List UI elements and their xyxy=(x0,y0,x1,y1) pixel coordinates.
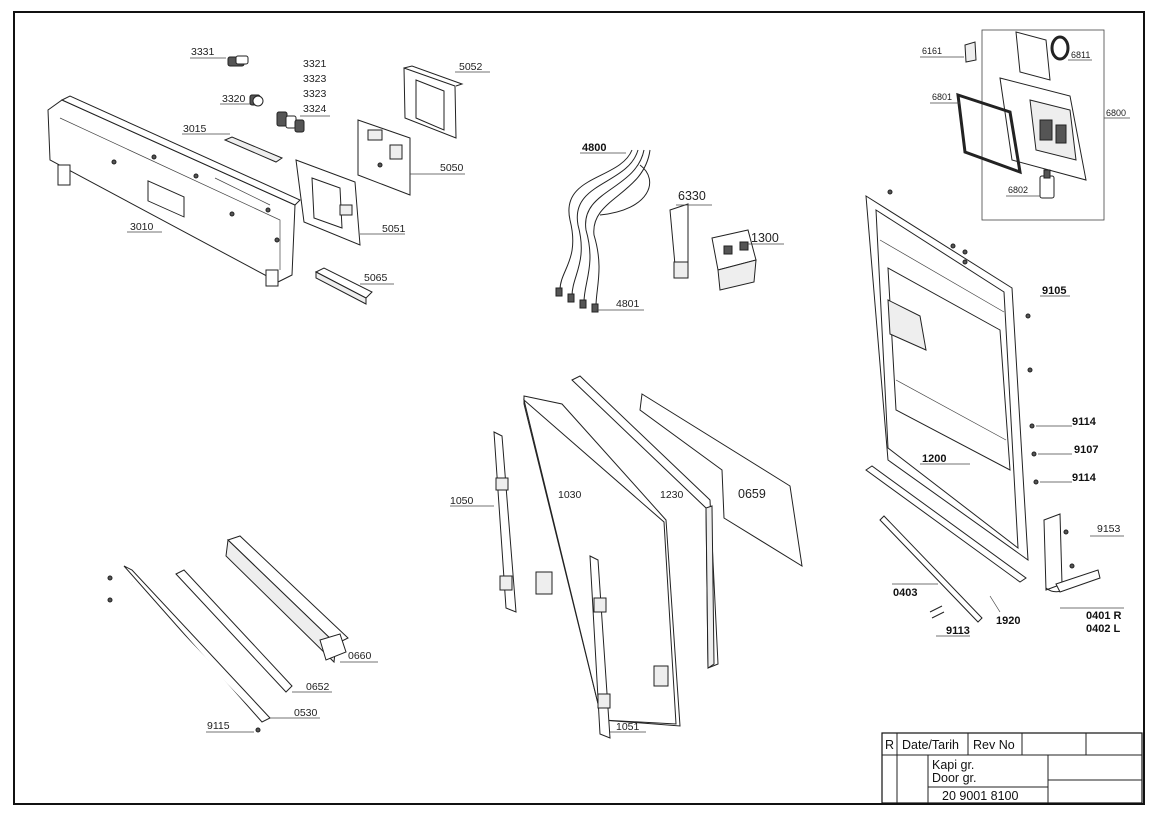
title-block-title-line2: Door gr. xyxy=(932,771,976,785)
strip-0403 xyxy=(879,515,983,623)
inner-door-1200 xyxy=(865,195,1029,562)
label-5052: 5052 xyxy=(459,61,483,73)
knobs-and-buttons xyxy=(227,55,305,133)
label-4801: 4801 xyxy=(616,298,640,310)
label-5051: 5051 xyxy=(382,223,406,235)
label-3015: 3015 xyxy=(183,123,207,135)
leader-lines xyxy=(127,56,1130,733)
title-block-drawing-number: 20 9001 8100 xyxy=(942,789,1019,803)
part-labels: 3331 3321 3323 3323 3324 3320 3015 3010 … xyxy=(130,46,1126,733)
label-9114-b: 9114 xyxy=(1072,472,1097,484)
label-1051: 1051 xyxy=(616,721,640,733)
label-1200: 1200 xyxy=(922,453,946,465)
screw-9113 xyxy=(929,605,945,619)
label-9114-a: 9114 xyxy=(1072,416,1097,428)
label-5050: 5050 xyxy=(440,162,464,174)
part-5065 xyxy=(314,267,373,305)
label-9105: 9105 xyxy=(1042,285,1066,297)
label-1030: 1030 xyxy=(558,489,582,501)
label-3331: 3331 xyxy=(191,46,215,58)
label-0530: 0530 xyxy=(294,707,318,719)
label-3323-a: 3323 xyxy=(303,73,327,85)
bracket-5052 xyxy=(403,65,464,139)
label-0659: 0659 xyxy=(738,487,766,501)
label-6801: 6801 xyxy=(932,92,952,102)
drawing-frame xyxy=(13,11,1145,805)
label-1050: 1050 xyxy=(450,495,474,507)
title-block-title-line1: Kapi gr. xyxy=(932,758,974,772)
trim-strip-3015 xyxy=(223,136,284,163)
label-1230: 1230 xyxy=(660,489,684,501)
title-block-rev-header: Rev No xyxy=(973,738,1015,752)
label-6811: 6811 xyxy=(1071,50,1090,60)
board-5050 xyxy=(357,119,411,196)
actuator-6802 xyxy=(1039,169,1055,199)
label-0652: 0652 xyxy=(306,681,330,693)
profile-0660 xyxy=(225,535,349,664)
insulation-panel-1230 xyxy=(571,375,719,669)
label-6330: 6330 xyxy=(678,189,706,203)
label-3321: 3321 xyxy=(303,58,327,70)
label-9115: 9115 xyxy=(207,720,230,732)
door-panel-1030 xyxy=(523,395,681,727)
label-3010: 3010 xyxy=(130,221,154,233)
screws-right xyxy=(887,189,1075,569)
dispenser-6800 xyxy=(999,31,1087,181)
hinge-0401-0402 xyxy=(1043,513,1101,593)
gasket-6801 xyxy=(956,92,1022,175)
seal-6811 xyxy=(1050,35,1070,61)
housing-5051 xyxy=(295,159,361,246)
title-block-date-header: Date/Tarih xyxy=(902,738,959,752)
label-1920: 1920 xyxy=(996,615,1020,627)
title-block-rev-marker: R xyxy=(885,738,894,752)
label-6802: 6802 xyxy=(1008,185,1028,195)
label-0403: 0403 xyxy=(893,587,917,599)
switch-6330 xyxy=(669,203,689,279)
label-3320: 3320 xyxy=(222,93,246,105)
label-9153: 9153 xyxy=(1097,523,1121,535)
clip-6161 xyxy=(964,41,977,63)
label-0401: 0401 R xyxy=(1086,610,1122,622)
control-panel-3010 xyxy=(47,95,301,287)
label-9113: 9113 xyxy=(946,625,970,637)
wiring-harness-4800 xyxy=(555,149,651,313)
label-4800: 4800 xyxy=(582,142,606,154)
label-3323-b: 3323 xyxy=(303,88,327,100)
label-6161: 6161 xyxy=(922,46,942,56)
seal-strip-1920 xyxy=(865,465,1027,583)
door-lock-1300 xyxy=(711,229,757,291)
side-rail-1050 xyxy=(493,431,517,613)
label-5065: 5065 xyxy=(364,272,388,284)
label-1300: 1300 xyxy=(751,231,779,245)
screws-left xyxy=(107,575,261,733)
label-6800: 6800 xyxy=(1106,108,1126,118)
label-3324: 3324 xyxy=(303,103,327,115)
label-0402: 0402 L xyxy=(1086,623,1121,635)
label-9107: 9107 xyxy=(1074,444,1098,456)
title-block: R Date/Tarih Rev No Kapi gr. Door gr. 20… xyxy=(881,732,1143,804)
label-0660: 0660 xyxy=(348,650,372,662)
side-rail-1051 xyxy=(589,555,611,739)
dispenser-group-box xyxy=(981,29,1105,221)
insert-0652 xyxy=(175,569,293,693)
insulation-0659 xyxy=(639,393,803,567)
